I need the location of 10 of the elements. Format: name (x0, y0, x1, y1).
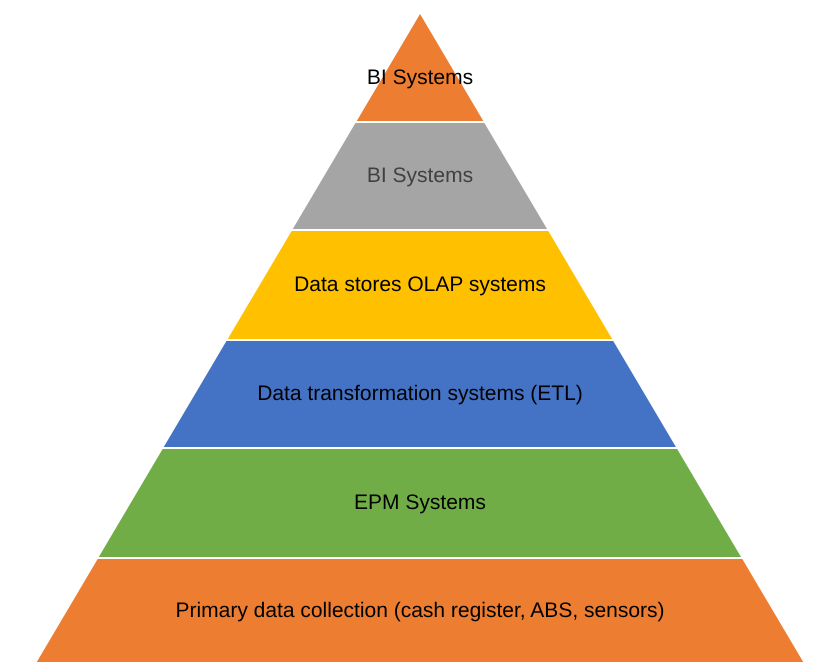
tier-label: EPM Systems (354, 490, 486, 516)
pyramid-tier (162, 340, 678, 448)
tier-label: Data stores OLAP systems (294, 272, 546, 298)
tier-label: Data transformation systems (ETL) (257, 381, 583, 407)
tier-label: BI Systems (366, 163, 474, 189)
pyramid-tier (97, 448, 743, 558)
pyramid-tier (35, 558, 805, 663)
pyramid-tier (291, 122, 549, 230)
pyramid-tier (226, 230, 614, 340)
tier-label: Primary data collection (cash register, ABS, sensors) (175, 598, 665, 624)
